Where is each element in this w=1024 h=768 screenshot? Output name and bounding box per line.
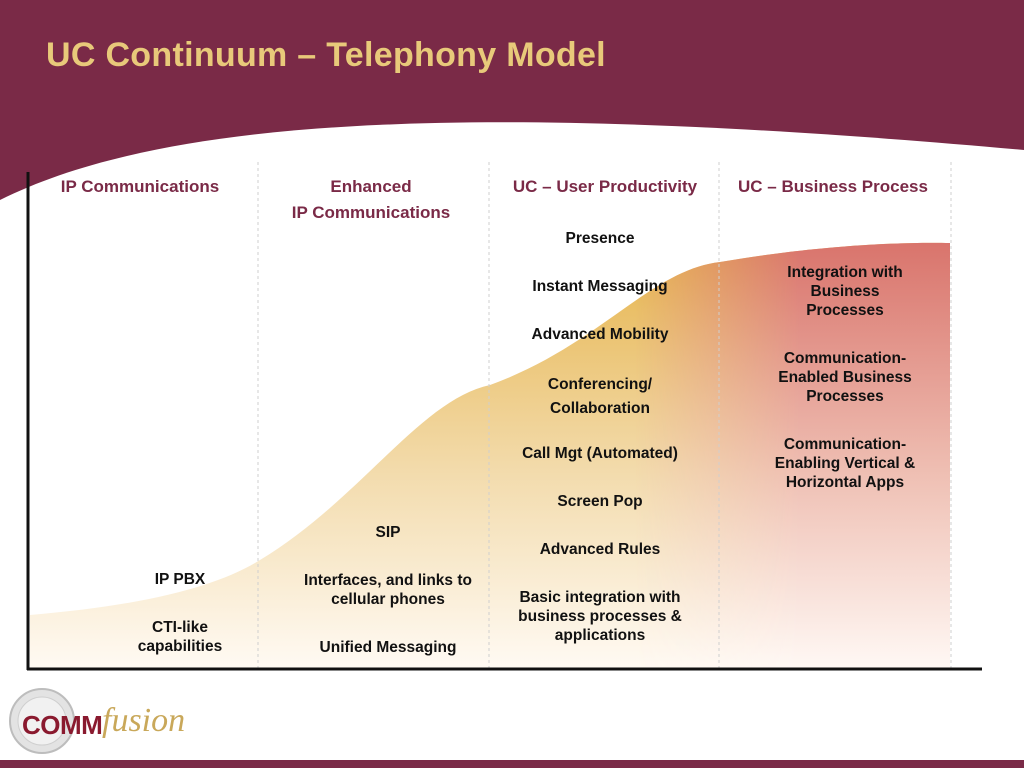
column-heading-line: Enhanced [330,177,412,196]
logo-text-comm: COMM [22,710,103,740]
column-heading-line: IP Communications [60,177,220,196]
capability-item: CTI-like capabilities [137,619,223,655]
column-heading-ip-communications: IP Communications [40,174,240,200]
slide-title: UC Continuum – Telephony Model [46,36,606,74]
column-heading-line: UC – User Productivity [512,177,698,196]
capability-item: Integration with Business Processes [787,264,903,319]
continuum-curve-area-red [30,242,950,669]
capability-item: SIP [375,524,401,541]
capability-item: Advanced Mobility [531,326,669,343]
column-heading-uc-business-process: UC – Business Process [722,174,944,200]
column-heading-uc-user-productivity: UC – User Productivity [494,174,716,200]
logo-globe-icon [9,688,75,754]
capability-item: Communication- Enabling Vertical & Horiz… [774,436,916,491]
capability-item: Screen Pop [557,493,643,510]
capability-item: Interfaces, and links to cellular phones [304,572,472,608]
capability-item: Instant Messaging [532,278,668,295]
capability-item: Communication- Enabled Business Processe… [778,350,912,405]
capability-item: Conferencing/ Collaboration [547,376,653,417]
logo-text-fusion: fusion [102,702,186,739]
capability-item: Call Mgt (Automated) [522,445,678,462]
capability-item: IP PBX [154,571,206,588]
capability-item: Advanced Rules [539,541,661,558]
commfusion-logo: COMM fusion [6,684,206,758]
capability-item: Unified Messaging [319,639,457,656]
capability-item: Basic integration with business processe… [518,589,682,644]
column-heading-enhanced-ip: Enhanced IP Communications [266,174,476,226]
capability-item: Presence [565,230,635,247]
column-heading-line: UC – Business Process [738,177,928,196]
column-heading-line: IP Communications [291,203,451,222]
